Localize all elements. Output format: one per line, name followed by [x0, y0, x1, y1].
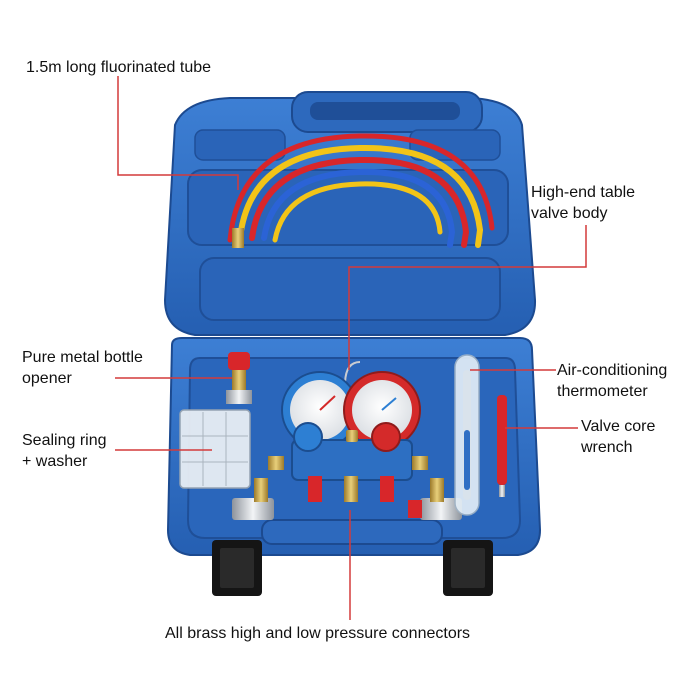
hose-coils — [227, 133, 495, 248]
bottle-opener — [226, 352, 252, 404]
callout-lines — [115, 76, 587, 620]
case-latches — [212, 540, 493, 596]
label-valve-core-wrench: Valve core wrench — [581, 418, 656, 456]
label-sealing-ring: Sealing ring + washer — [22, 432, 107, 470]
valve-core-wrench — [497, 395, 507, 497]
callout-line-valve — [348, 225, 587, 370]
sealing-ring-box — [179, 409, 251, 489]
pressure-connectors — [232, 456, 462, 520]
thermometer — [454, 354, 480, 516]
label-thermometer: Air-conditioning thermometer — [557, 362, 668, 400]
callout-line-tube — [117, 76, 239, 190]
label-valve-body: High-end table valve body — [531, 184, 636, 222]
label-bottle-opener: Pure metal bottle opener — [22, 349, 143, 387]
label-fluorinated-tube: 1.5m long fluorinated tube — [26, 59, 212, 76]
label-pressure-connectors: All brass high and low pressure connecto… — [165, 625, 471, 642]
manifold-gauge — [281, 361, 421, 502]
